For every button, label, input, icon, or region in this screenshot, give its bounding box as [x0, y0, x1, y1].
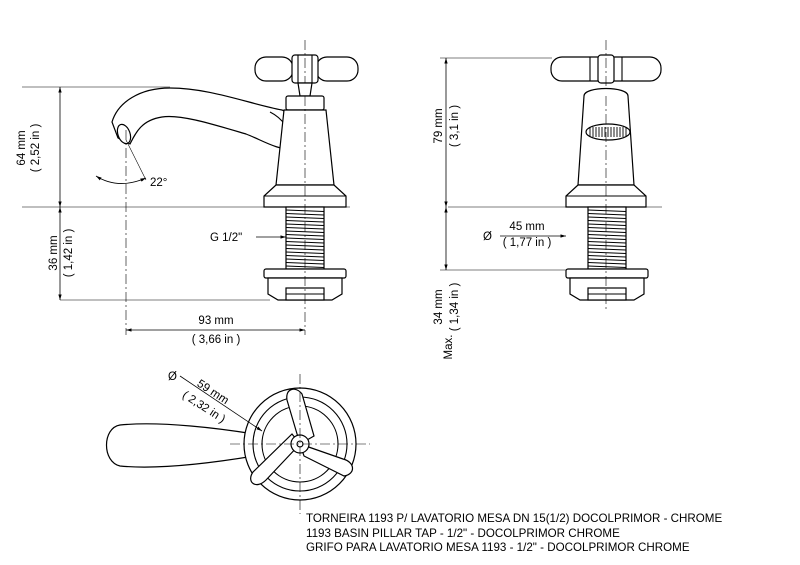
thread-line — [587, 241, 627, 244]
handle-diameter-symbol: Ø — [168, 371, 177, 383]
title-block: TORNEIRA 1193 P/ LAVATORIO MESA DN 15(1/… — [306, 512, 722, 556]
max-deck-metric: 34 mm — [433, 289, 445, 324]
thread-line — [587, 251, 627, 254]
top-view-dimensions: Ø 59 mm ( 2,32 in ) — [168, 371, 263, 432]
thread-line — [587, 230, 627, 233]
reach-metric: 93 mm — [198, 315, 233, 327]
total-height-metric: 79 mm — [433, 108, 445, 143]
side-view — [22, 40, 359, 335]
thread-line — [285, 237, 325, 240]
title-line-portuguese: TORNEIRA 1193 P/ LAVATORIO MESA DN 15(1/… — [306, 512, 723, 525]
base-diameter-imperial: ( 1,77 in ) — [503, 237, 552, 249]
thread-line — [587, 255, 627, 258]
thread-line — [587, 216, 627, 219]
thread-line — [587, 223, 627, 226]
thread-line — [587, 265, 627, 268]
thread-line — [587, 213, 627, 216]
height-above-deck-imperial: ( 2,52 in ) — [30, 124, 42, 173]
thread-line — [587, 227, 627, 230]
height-above-deck-metric: 64 mm — [16, 130, 28, 165]
shank-length-imperial: ( 1,42 in ) — [63, 229, 75, 278]
thread-line — [587, 209, 627, 212]
thread-line — [285, 251, 325, 254]
side-view-dimensions: 64 mm ( 2,52 in ) 36 mm ( 1,42 in ) 22° … — [16, 86, 305, 346]
front-view-dimensions: 79 mm ( 3,1 in ) Max. 34 mm ( 1,34 in ) … — [433, 57, 566, 360]
total-height-imperial: ( 3,1 in ) — [449, 105, 461, 147]
shank-length-metric: 36 mm — [48, 235, 60, 270]
thread-line — [285, 213, 325, 216]
thread-line — [587, 220, 627, 223]
title-line-english: 1193 BASIN PILLAR TAP - 1/2" - DOCOLPRIM… — [306, 526, 620, 540]
base-diameter-symbol: Ø — [483, 231, 492, 243]
top-view — [106, 374, 370, 514]
spout-angle-label: 22° — [150, 177, 167, 189]
thread-line — [587, 258, 627, 261]
thread-line — [285, 255, 325, 258]
thread-line — [587, 248, 627, 251]
max-deck-prefix: Max. — [443, 335, 455, 360]
max-deck-imperial: ( 1,34 in ) — [449, 283, 461, 332]
reach-imperial: ( 3,66 in ) — [192, 334, 241, 346]
title-line-spanish: GRIFO PARA LAVATORIO MESA 1193 - 1/2" - … — [306, 541, 690, 554]
thread-label: G 1/2" — [210, 232, 242, 244]
thread-line — [587, 237, 627, 240]
thread-line — [587, 234, 627, 237]
front-view — [448, 40, 662, 310]
thread-line — [587, 244, 627, 247]
base-diameter-metric: 45 mm — [509, 221, 544, 233]
thread-line — [587, 262, 627, 265]
thread-line — [285, 220, 325, 223]
